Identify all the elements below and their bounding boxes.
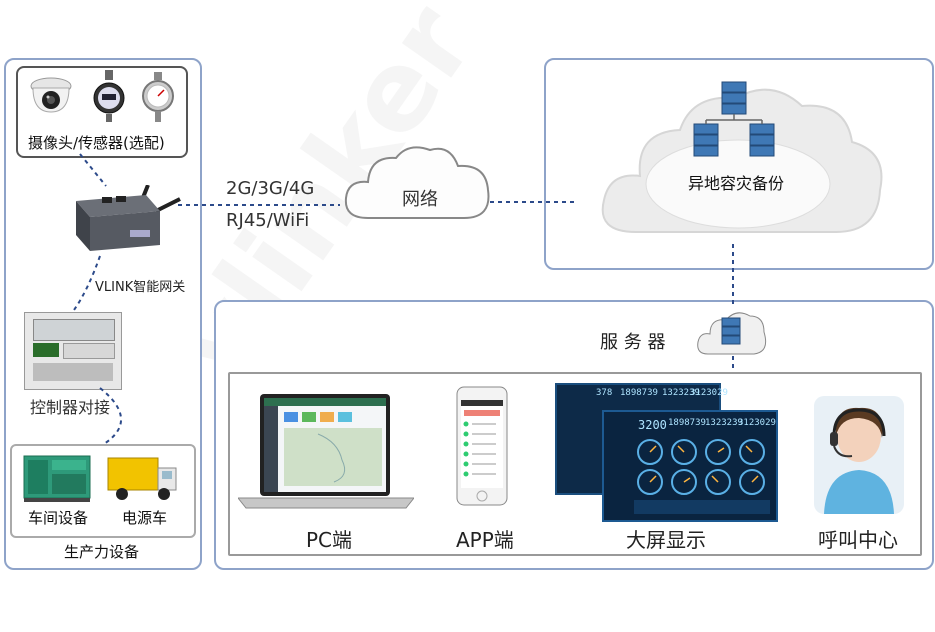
network-cloud-label: 网络 — [402, 189, 438, 210]
dash-num-7: 1323239 — [705, 418, 743, 428]
dash-num-8: 3123029 — [738, 418, 776, 428]
dashboard-gauges-icon — [634, 439, 770, 514]
gateway-device-icon — [76, 185, 181, 251]
server-cloud-icon — [697, 312, 767, 355]
power-vehicle-icon — [107, 457, 177, 500]
production-label: 生产力设备 — [64, 543, 140, 561]
app-phone-icon — [456, 386, 508, 506]
protocols-line2: RJ45/WiFi — [226, 210, 310, 231]
big-screen-client-label: 大屏显示 — [626, 528, 706, 552]
workshop-label: 车间设备 — [28, 509, 89, 527]
call-center-client-label: 呼叫中心 — [818, 528, 898, 552]
sensors-label: 摄像头/传感器(选配) — [28, 134, 165, 152]
pressure-sensor-icon — [93, 70, 125, 122]
gateway-label: VLINK智能网关 — [95, 280, 186, 295]
backup-cloud-icon — [601, 88, 883, 233]
camera-icon — [30, 77, 72, 113]
power-vehicle-label: 电源车 — [122, 509, 168, 527]
temperature-gauge-icon — [142, 72, 174, 122]
protocols-line1: 2G/3G/4G — [226, 178, 315, 199]
app-client-label: APP端 — [456, 528, 514, 552]
call-center-agent-icon — [814, 396, 904, 514]
backup-server-icon — [693, 81, 775, 157]
controller-device-icon — [24, 312, 122, 390]
dash-num-5: 3200 — [638, 418, 667, 432]
controller-label: 控制器对接 — [30, 398, 111, 417]
backup-label: 异地容灾备份 — [688, 174, 785, 193]
pc-client-label: PC端 — [306, 528, 353, 552]
network-cloud-icon — [344, 146, 490, 219]
dash-num-6: 1898739 — [668, 418, 706, 428]
dash-num-2: 1898739 — [620, 388, 658, 398]
generator-icon — [23, 455, 91, 502]
dash-num-4: 3123029 — [690, 388, 728, 398]
dash-num-1: 378 — [596, 388, 613, 398]
pc-laptop-icon — [238, 394, 414, 509]
dash-num-3: 1323239 — [662, 388, 700, 398]
server-label: 服 务 器 — [600, 332, 666, 353]
